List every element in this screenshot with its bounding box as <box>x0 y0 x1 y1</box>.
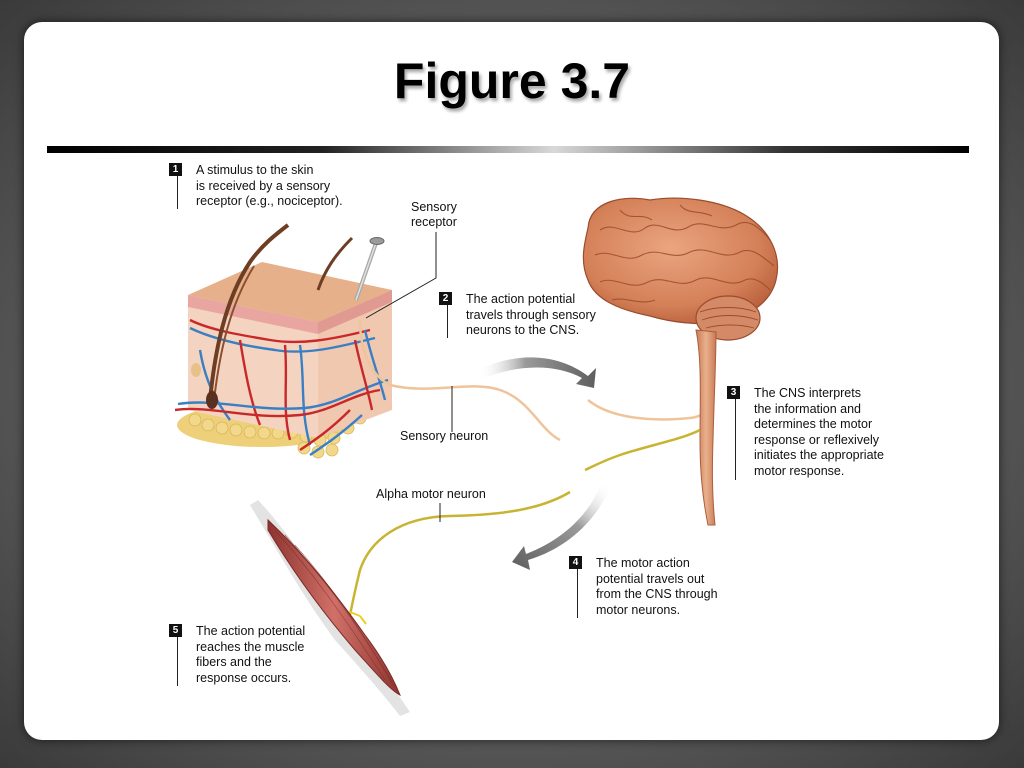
sensory-receptor-leader <box>365 232 437 319</box>
sensory-neuron-entry <box>587 399 714 421</box>
sensory-neuron-label: Sensory neuron <box>400 429 489 443</box>
slide-panel <box>24 22 999 740</box>
spinal-cord <box>695 329 717 526</box>
slide-title: Figure 3.7 <box>393 53 631 109</box>
step-3-caption: 3 The CNS interprets the information and… <box>727 386 884 480</box>
step-2-caption: 2 The action potential travels through s… <box>439 292 596 338</box>
muscle <box>250 500 410 716</box>
brain <box>582 197 779 341</box>
step-1-number: 1 <box>169 163 182 176</box>
motor-neuron-exit <box>584 428 701 472</box>
step-5-text: The action potential reaches the muscle … <box>196 624 306 685</box>
step-4-caption: 4 The motor action potential travels out… <box>569 556 718 618</box>
step-2-number: 2 <box>439 292 452 305</box>
hair-follicles <box>191 223 354 409</box>
title-divider <box>47 146 969 153</box>
step-5-caption: 5 The action potential reaches the muscl… <box>169 624 306 686</box>
alpha-motor-neuron-fiber <box>348 490 571 616</box>
step-2-text: The action potential travels through sen… <box>466 292 596 337</box>
afferent-arrow <box>478 357 596 388</box>
efferent-arrow <box>512 486 610 570</box>
step-3-text: The CNS interprets the information and d… <box>754 386 884 478</box>
step-4-text: The motor action potential travels out f… <box>596 556 718 617</box>
step-1-text: A stimulus to the skin is received by a … <box>196 163 343 208</box>
alpha-motor-neuron-label: Alpha motor neuron <box>376 487 486 501</box>
step-4-number: 4 <box>569 556 582 569</box>
sensory-receptor-label: Sensory receptor <box>411 200 457 229</box>
step-5-number: 5 <box>169 624 182 637</box>
sensory-neuron-fiber <box>358 319 561 442</box>
step-3-number: 3 <box>727 386 740 399</box>
step-1-caption: 1 A stimulus to the skin is received by … <box>169 163 343 209</box>
pin-stimulus <box>354 237 385 301</box>
